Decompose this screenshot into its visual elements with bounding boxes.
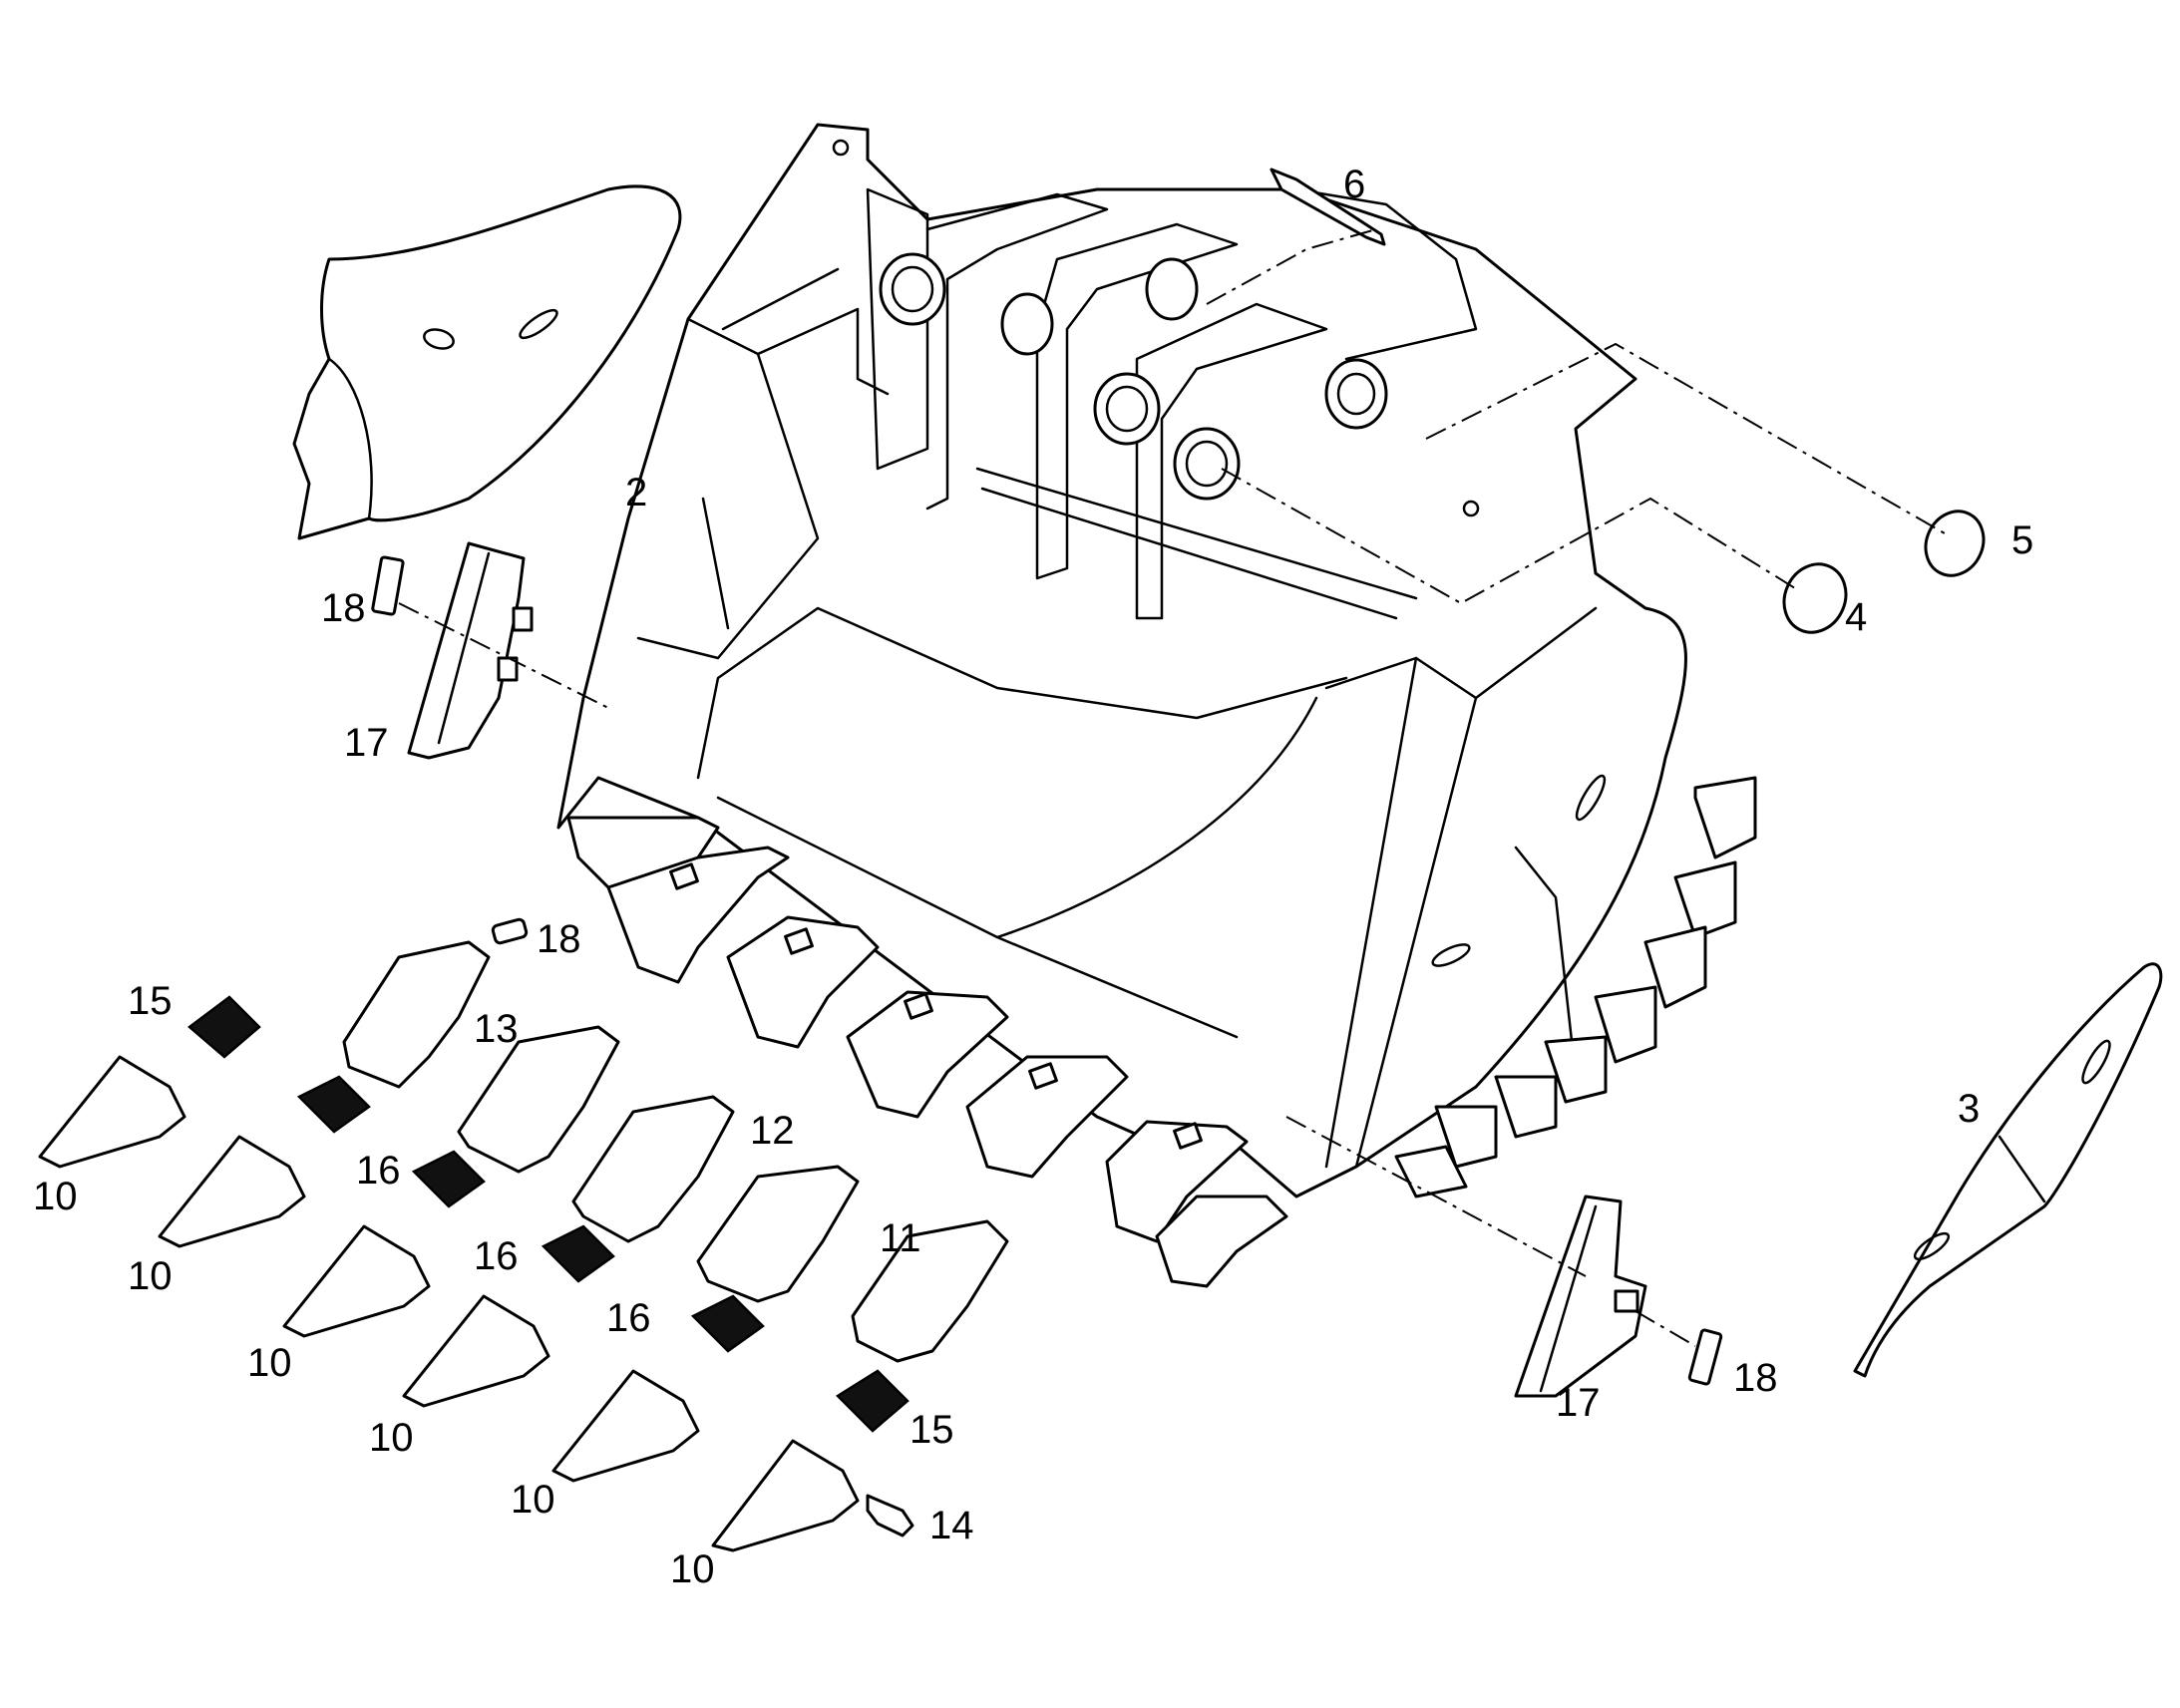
callout-17a: 17 — [344, 721, 389, 765]
part-6-pin — [1270, 168, 1386, 246]
part-16-locks — [296, 1075, 765, 1353]
callout-13: 13 — [474, 1007, 519, 1051]
callout-15a: 15 — [128, 979, 173, 1023]
callout-18c: 18 — [1733, 1356, 1778, 1400]
callout-15b: 15 — [909, 1408, 954, 1452]
part-15-retainers — [187, 995, 909, 1433]
leader-lines — [398, 228, 1946, 1347]
right-side-plate — [1853, 962, 2163, 1378]
part-4-disc — [1782, 562, 1848, 634]
callout-2: 2 — [625, 471, 647, 514]
callout-16b: 16 — [474, 1234, 519, 1278]
callout-16a: 16 — [356, 1149, 401, 1193]
callout-12: 12 — [750, 1109, 795, 1153]
part-18-pin-right — [1687, 1328, 1723, 1386]
callout-18a: 18 — [321, 586, 366, 630]
part-14-bolt — [866, 1494, 914, 1537]
part-18-pin-left — [371, 555, 405, 616]
callout-14: 14 — [929, 1504, 974, 1547]
callout-10c: 10 — [247, 1341, 292, 1385]
callout-10e: 10 — [511, 1478, 555, 1522]
callout-17b: 17 — [1556, 1381, 1601, 1425]
callout-labels: 2 3 4 5 6 10 10 10 10 10 10 11 12 13 14 … — [33, 163, 2033, 1591]
callout-5: 5 — [2011, 518, 2033, 562]
part-17-side-cutter-left — [407, 541, 534, 760]
callout-11: 11 — [880, 1216, 921, 1260]
callout-4: 4 — [1845, 595, 1867, 639]
bucket-body — [556, 123, 1687, 1288]
part-18-pin-middle — [491, 917, 529, 945]
callout-3: 3 — [1958, 1087, 1980, 1131]
part-17-side-cutter-right — [1514, 1195, 1647, 1398]
callout-10b: 10 — [128, 1254, 173, 1298]
callout-10d: 10 — [369, 1416, 414, 1460]
callout-16c: 16 — [606, 1296, 651, 1340]
part-10-teeth — [38, 1055, 860, 1552]
callout-6: 6 — [1343, 163, 1365, 206]
left-side-plate — [292, 184, 682, 540]
part-5-disc — [1924, 510, 1986, 577]
callout-10f: 10 — [670, 1547, 715, 1591]
wear-plates — [1394, 776, 1757, 1198]
callout-10a: 10 — [33, 1175, 78, 1218]
callout-18b: 18 — [537, 917, 581, 961]
adapter-parts — [342, 940, 1009, 1363]
